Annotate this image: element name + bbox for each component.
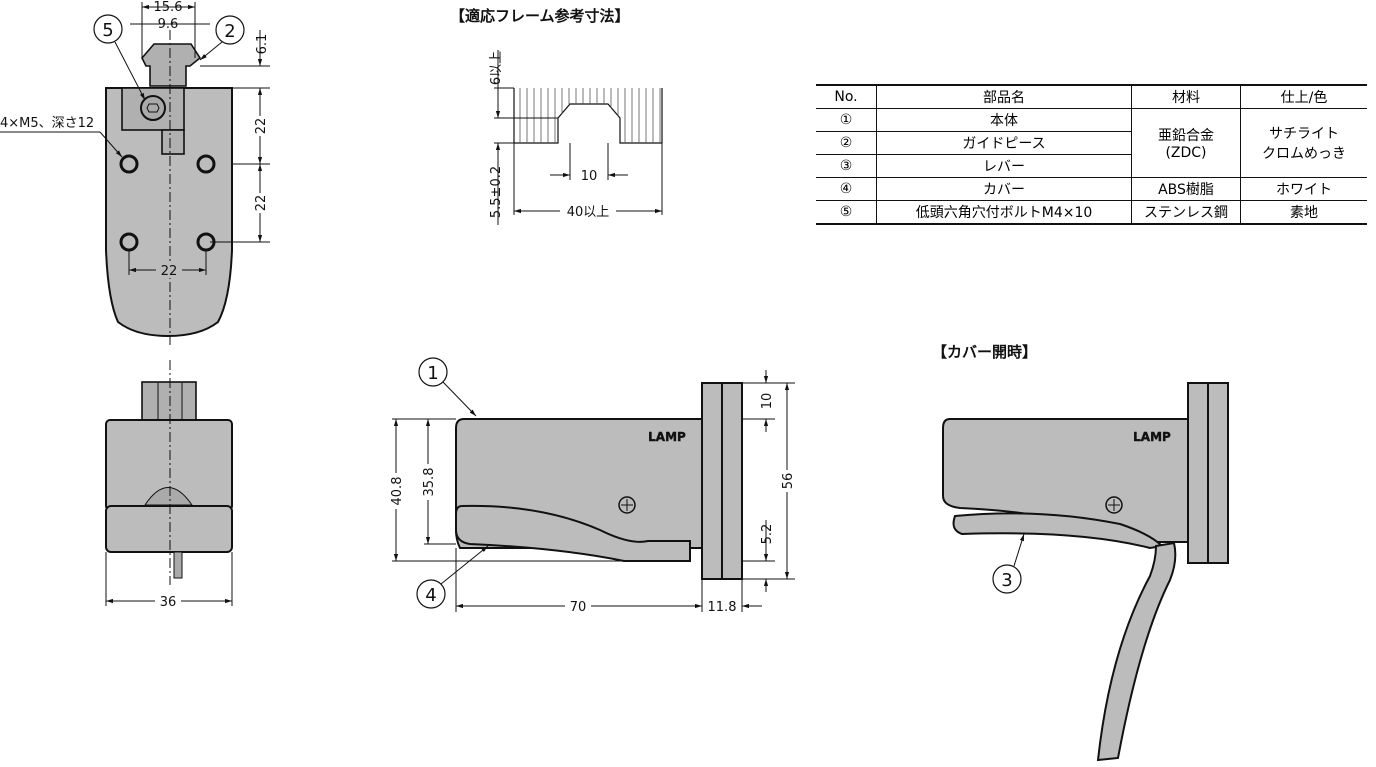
dim-22-v1: 22 [254, 118, 269, 135]
table-row: ① 本体 亜鉛合金(ZDC) サチライトクロムめっき [816, 108, 1367, 178]
dim-10-flange: 10 [760, 393, 775, 410]
dim-22-v2: 22 [254, 195, 269, 212]
header-finish: 仕上/色 [1240, 84, 1367, 109]
top-view: 15.6 9.6 6.1 22 22 22 4×M5、深さ12 5 2 [0, 0, 270, 345]
mount-holes [119, 154, 216, 252]
open-view: 【カバー開時】 LAMP 3 [932, 343, 1229, 762]
frame-reference: 【適応フレーム参考寸法】 6以上 5.5±0.2 10 40以上 [450, 7, 663, 225]
lever-open [1096, 541, 1177, 762]
table-row: ⑤ 低頭六角穴付ボルトM4×10 ステンレス鋼 素地 [816, 200, 1367, 225]
body-top-outline [105, 87, 233, 338]
table-row: ③ レバー [816, 154, 1367, 178]
dim-35-8: 35.8 [422, 468, 437, 497]
pivot-icon-open [1105, 496, 1123, 514]
cover-front [105, 505, 233, 553]
svg-text:2: 2 [224, 21, 235, 42]
guide-slot [161, 129, 185, 155]
dim-22-h: 22 [161, 264, 178, 279]
merged-finish: サチライトクロムめっき [1240, 108, 1367, 178]
dim-10: 10 [581, 169, 598, 184]
dim-70: 70 [570, 600, 587, 615]
callout-2 [215, 15, 245, 45]
side-view: LAMP 1 4 40.8 35.8 10 56 5.2 70 [388, 357, 796, 615]
callout-5 [93, 14, 123, 44]
hole-note: 4×M5、深さ12 [0, 116, 94, 131]
svg-text:1: 1 [427, 363, 438, 384]
header-no: No. [816, 84, 877, 109]
dim-5-2: 5.2 [760, 524, 775, 545]
frame-ref-title: 【適応フレーム参考寸法】 [450, 7, 630, 25]
open-view-title: 【カバー開時】 [932, 343, 1037, 361]
guide-front [141, 381, 197, 423]
header-part-name: 部品名 [876, 84, 1132, 109]
dim-6-1: 6.1 [255, 34, 270, 55]
guide-piece [141, 43, 202, 87]
dim-40-8: 40.8 [390, 477, 405, 506]
bolt-head-icon [140, 95, 166, 121]
frame-hatch [519, 88, 661, 143]
dim-6-min: 6以上 [489, 51, 504, 85]
cover-side [455, 504, 691, 562]
dim-9-6: 9.6 [158, 17, 179, 32]
svg-text:5: 5 [102, 20, 113, 41]
lamp-logo: LAMP [648, 430, 686, 444]
parts-table: No. 部品名 材料 仕上/色 ① 本体 亜鉛合金(ZDC) サチライトクロムめ… [816, 84, 1367, 225]
front-view: 36 [105, 360, 233, 610]
callout-3 [992, 564, 1022, 594]
dim-11-8: 11.8 [708, 600, 737, 615]
dim-36: 36 [160, 595, 177, 610]
dim-40-min: 40以上 [567, 205, 610, 220]
callout-1 [418, 357, 448, 387]
hex-socket-icon [146, 103, 160, 113]
lever-tip [173, 551, 183, 579]
svg-text:4: 4 [425, 585, 436, 606]
table-header-row: No. 部品名 材料 仕上/色 [816, 84, 1367, 109]
bolt-front [144, 487, 193, 506]
lamp-logo-open: LAMP [1133, 430, 1171, 444]
dim-5-5: 5.5±0.2 [489, 166, 504, 218]
table-row: ④ カバー ABS樹脂 ホワイト [816, 177, 1367, 201]
cover-open [952, 512, 1165, 550]
table-row: ② ガイドピース [816, 131, 1367, 155]
frame-profile [513, 88, 663, 144]
dim-56: 56 [781, 473, 796, 490]
dim-15-6: 15.6 [154, 0, 183, 15]
svg-text:3: 3 [1001, 570, 1012, 591]
pivot-icon [618, 496, 636, 514]
merged-material: 亜鉛合金(ZDC) [1131, 108, 1241, 178]
callout-4 [416, 579, 446, 609]
header-material: 材料 [1131, 84, 1241, 109]
